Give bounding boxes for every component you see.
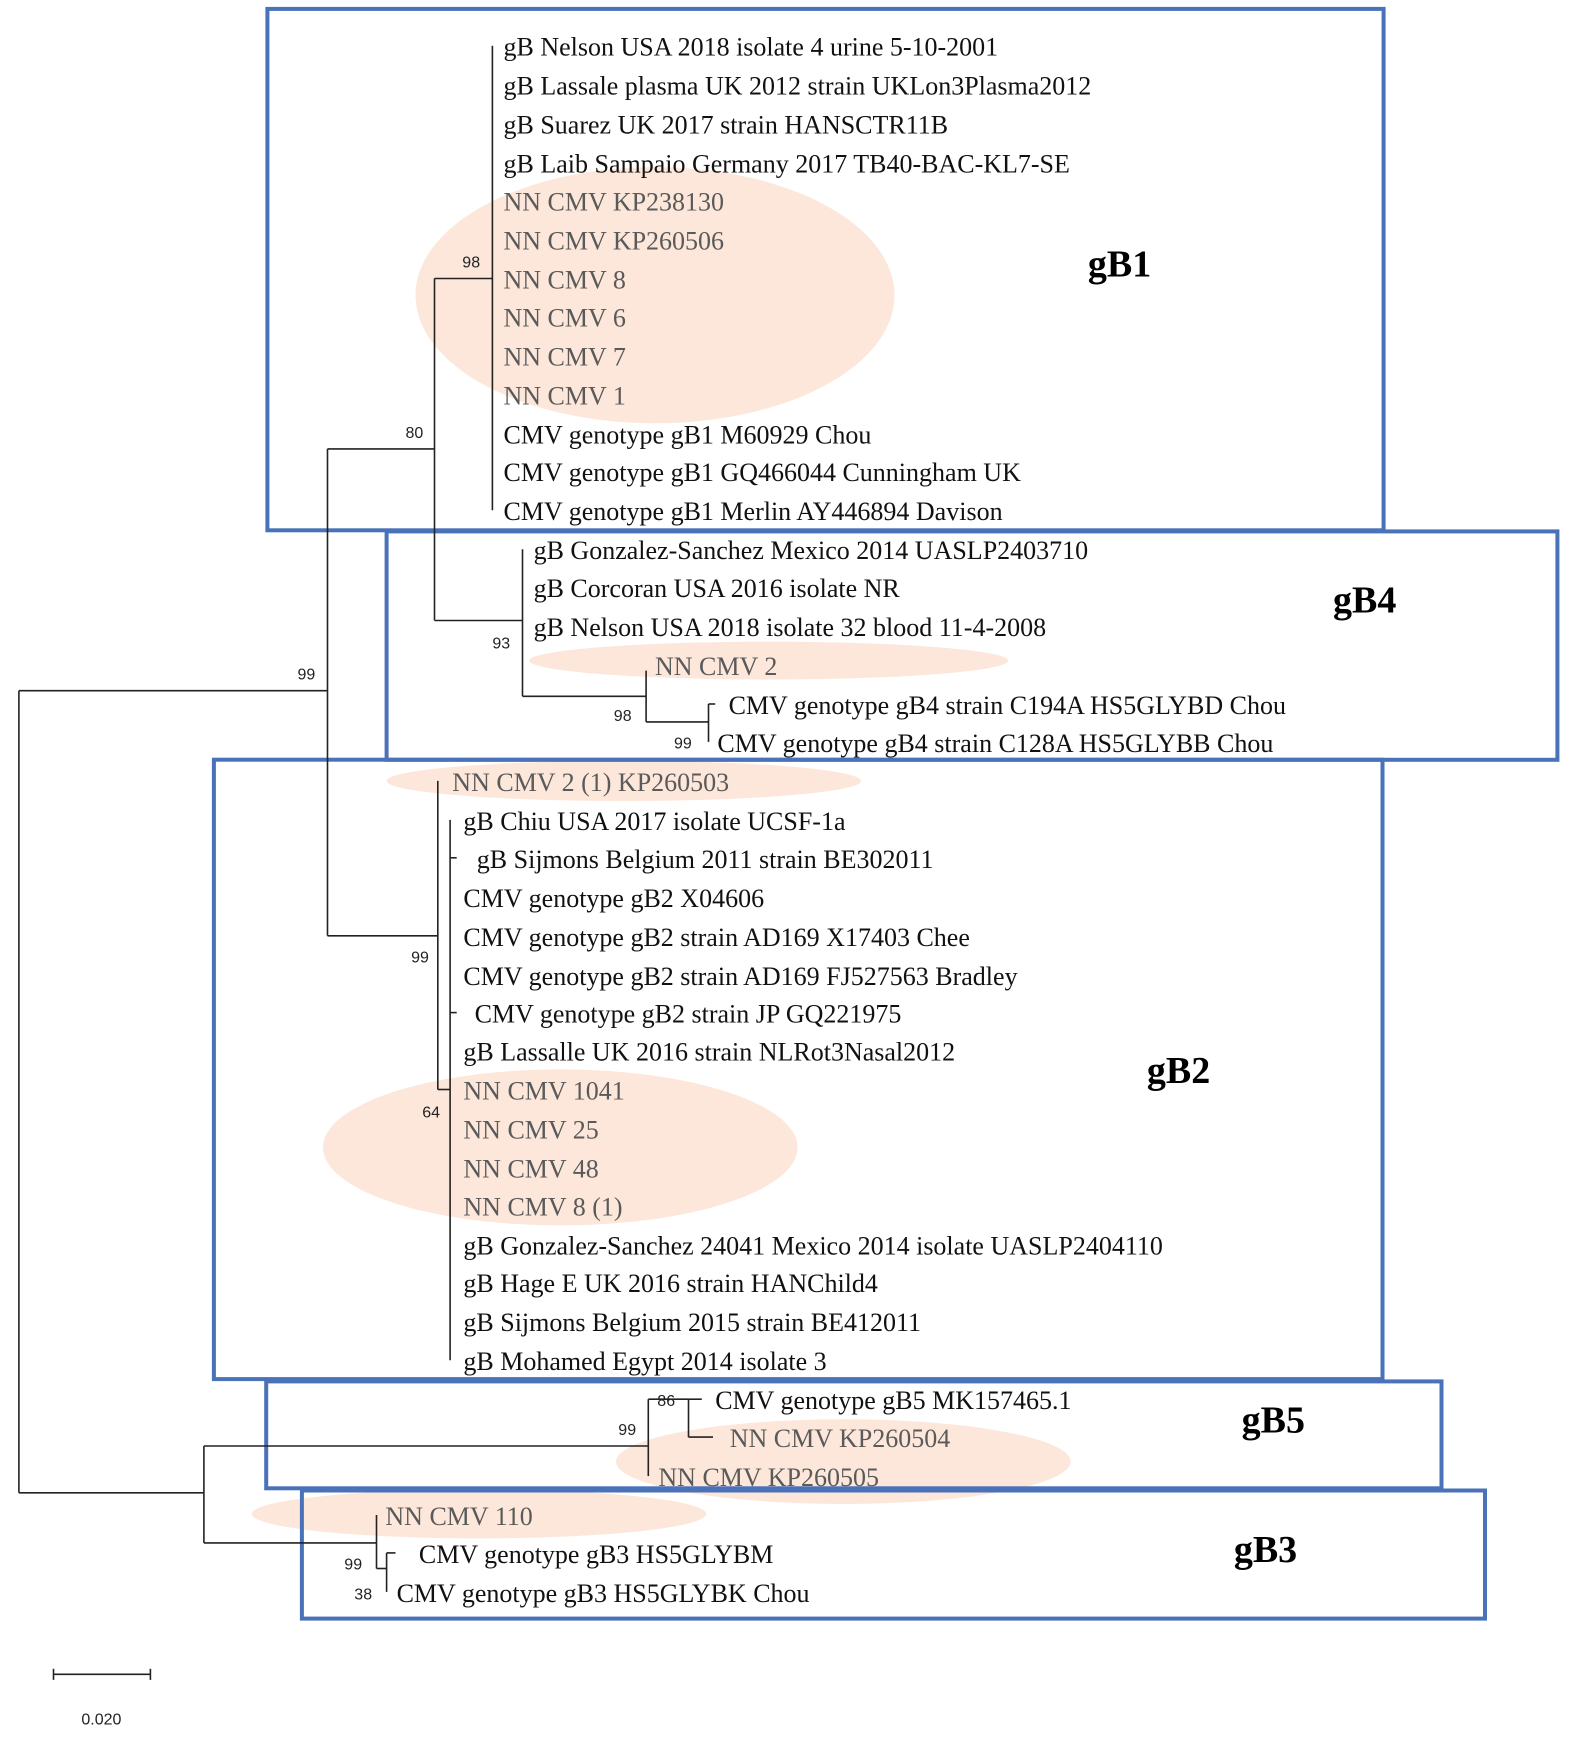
group-box-gb3 (299, 1488, 1487, 1621)
leaf-label: CMV genotype gB5 MK157465.1 (715, 1386, 1071, 1415)
leaf-label: NN CMV 110 (385, 1502, 532, 1531)
bootstrap-value: 99 (298, 667, 316, 684)
leaf-label: NN CMV KP260504 (730, 1424, 951, 1453)
leaf-label: CMV genotype gB1 GQ466044 Cunningham UK (504, 458, 1022, 487)
bootstrap-layer: 98 80 99 93 98 99 99 64 86 99 99 38 (298, 254, 692, 1603)
leaf-label: CMV genotype gB2 strain AD169 FJ527563 B… (463, 962, 1017, 991)
nn-highlight-ellipse (386, 760, 862, 802)
group-box-gb4 (384, 529, 1560, 762)
leaf-label: CMV genotype gB2 strain JP GQ221975 (475, 1000, 902, 1029)
bootstrap-value: 80 (406, 425, 424, 442)
bootstrap-value: 38 (354, 1587, 372, 1604)
leaf-label: gB Mohamed Egypt 2014 isolate 3 (463, 1347, 826, 1376)
nn-highlight-ellipse (323, 1069, 798, 1226)
leaf-label: NN CMV KP260506 (504, 227, 725, 256)
leaf-label: NN CMV 8 (504, 266, 626, 295)
leaf-label: NN CMV 8 (1) (463, 1192, 622, 1221)
branch-layer (18, 45, 716, 1592)
group-label-gb5: gB5 (1242, 1400, 1305, 1442)
highlight-layer (251, 167, 1071, 1539)
leaf-label: NN CMV 7 (504, 342, 626, 371)
nn-highlight-ellipse (529, 641, 1009, 680)
leaf-label: NN CMV 1041 (463, 1077, 624, 1106)
bootstrap-value: 98 (462, 254, 480, 271)
leaf-label: gB Sijmons Belgium 2015 strain BE412011 (463, 1308, 921, 1337)
group-box-gb2 (211, 757, 1385, 1382)
scale-bar: 0.020 (52, 1668, 152, 1729)
group-box-layer: gB1 gB4 gB2 gB5 gB3 (211, 6, 1560, 1621)
leaf-label: gB Sijmons Belgium 2011 strain BE302011 (477, 845, 934, 874)
group-label-gb1: gB1 (1088, 243, 1151, 285)
leaf-label: CMV genotype gB3 HS5GLYBM (419, 1540, 773, 1569)
leaf-label: CMV genotype gB4 strain C194A HS5GLYBD C… (729, 691, 1286, 720)
nn-highlight-ellipse (251, 1489, 707, 1539)
group-label-gb2: gB2 (1147, 1050, 1210, 1092)
leaf-label: NN CMV 6 (504, 303, 626, 332)
leaf-label: CMV genotype gB1 M60929 Chou (504, 420, 872, 449)
leaf-label: gB Corcoran USA 2016 isolate NR (534, 574, 901, 603)
leaf-label: gB Gonzalez-Sanchez Mexico 2014 UASLP240… (534, 536, 1089, 565)
leaf-label: CMV genotype gB2 X04606 (463, 884, 764, 913)
leaf-label: NN CMV 48 (463, 1155, 598, 1184)
group-label-gb3: gB3 (1234, 1529, 1297, 1571)
leaf-label: NN CMV 25 (463, 1116, 598, 1145)
nn-highlight-ellipse (415, 167, 895, 424)
bootstrap-value: 99 (411, 950, 429, 967)
leaf-label: NN CMV KP260505 (658, 1463, 879, 1492)
leaf-label: gB Laib Sampaio Germany 2017 TB40-BAC-KL… (504, 150, 1070, 179)
bootstrap-value: 99 (344, 1557, 362, 1574)
leaf-label: gB Chiu USA 2017 isolate UCSF-1a (463, 807, 846, 836)
bootstrap-value: 99 (674, 736, 692, 753)
leaf-label: CMV genotype gB3 HS5GLYBK Chou (397, 1579, 810, 1608)
nn-highlight-ellipse (616, 1419, 1071, 1504)
leaf-label: CMV genotype gB2 strain AD169 X17403 Che… (463, 923, 970, 952)
group-box-gb5 (264, 1379, 1444, 1491)
bootstrap-value: 99 (618, 1422, 636, 1439)
leaf-label: gB Nelson USA 2018 isolate 4 urine 5-10-… (504, 33, 999, 62)
leaf-label: NN CMV 2 (655, 652, 777, 681)
leaf-label: gB Lassalle UK 2016 strain NLRot3Nasal20… (463, 1038, 955, 1067)
leaf-label: NN CMV KP238130 (504, 188, 725, 217)
leaf-label: NN CMV 1 (504, 381, 626, 410)
leaf-label: CMV genotype gB4 strain C128A HS5GLYBB C… (717, 729, 1273, 758)
leaf-label: NN CMV 2 (1) KP260503 (452, 768, 729, 797)
bootstrap-value: 86 (657, 1393, 675, 1410)
group-label-gb4: gB4 (1333, 580, 1396, 622)
leaf-label-layer: gB Nelson USA 2018 isolate 4 urine 5-10-… (385, 33, 1286, 1608)
bootstrap-value: 93 (492, 635, 510, 652)
leaf-label: gB Lassale plasma UK 2012 strain UKLon3P… (504, 72, 1092, 101)
leaf-label: gB Hage E UK 2016 strain HANChild4 (463, 1269, 878, 1298)
scale-bar-label: 0.020 (81, 1712, 121, 1729)
leaf-label: gB Suarez UK 2017 strain HANSCTR11B (504, 111, 949, 140)
leaf-label: CMV genotype gB1 Merlin AY446894 Davison (504, 497, 1003, 526)
bootstrap-value: 64 (422, 1104, 440, 1121)
bootstrap-value: 98 (614, 708, 632, 725)
leaf-label: gB Nelson USA 2018 isolate 32 blood 11-4… (534, 613, 1047, 642)
leaf-label: gB Gonzalez-Sanchez 24041 Mexico 2014 is… (463, 1231, 1162, 1260)
